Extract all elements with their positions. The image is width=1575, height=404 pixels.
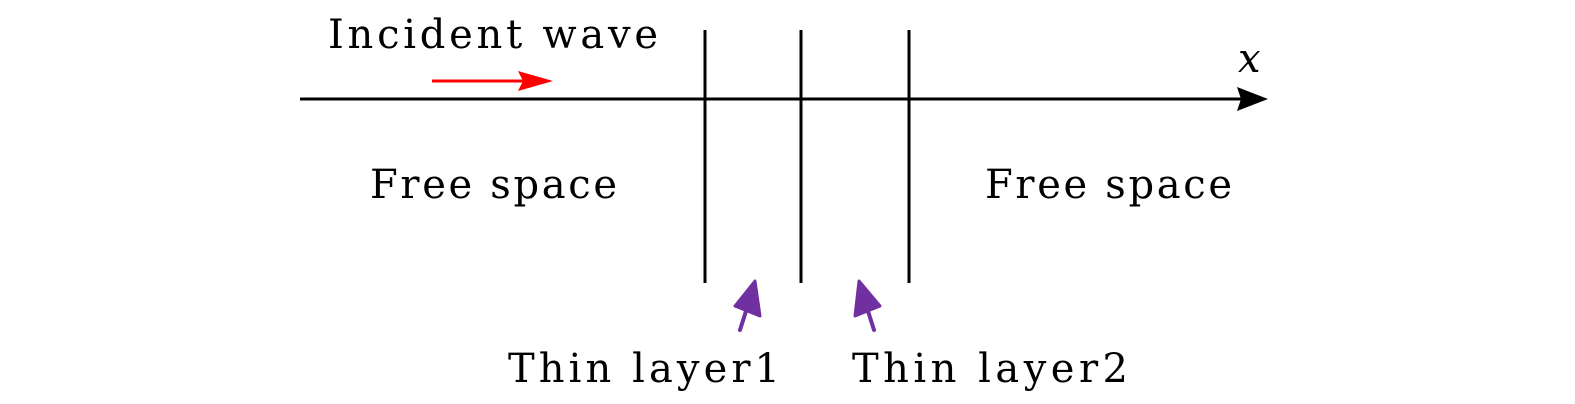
x-axis-label: x <box>1238 36 1261 82</box>
incident-wave-arrow <box>432 71 553 91</box>
free-space-right-label: Free space <box>985 162 1232 208</box>
free-space-left-label: Free space <box>370 162 617 208</box>
incident-wave-label: Incident wave <box>328 12 658 58</box>
thin-layer1-label: Thin layer1 <box>508 346 780 392</box>
thin-layer2-pointer-arrow <box>853 279 882 332</box>
thin-layer1-pointer-arrow <box>733 279 762 332</box>
x-axis-arrowhead <box>1237 87 1268 111</box>
thin-layer2-label: Thin layer2 <box>852 346 1128 392</box>
x-axis: x <box>300 36 1268 111</box>
